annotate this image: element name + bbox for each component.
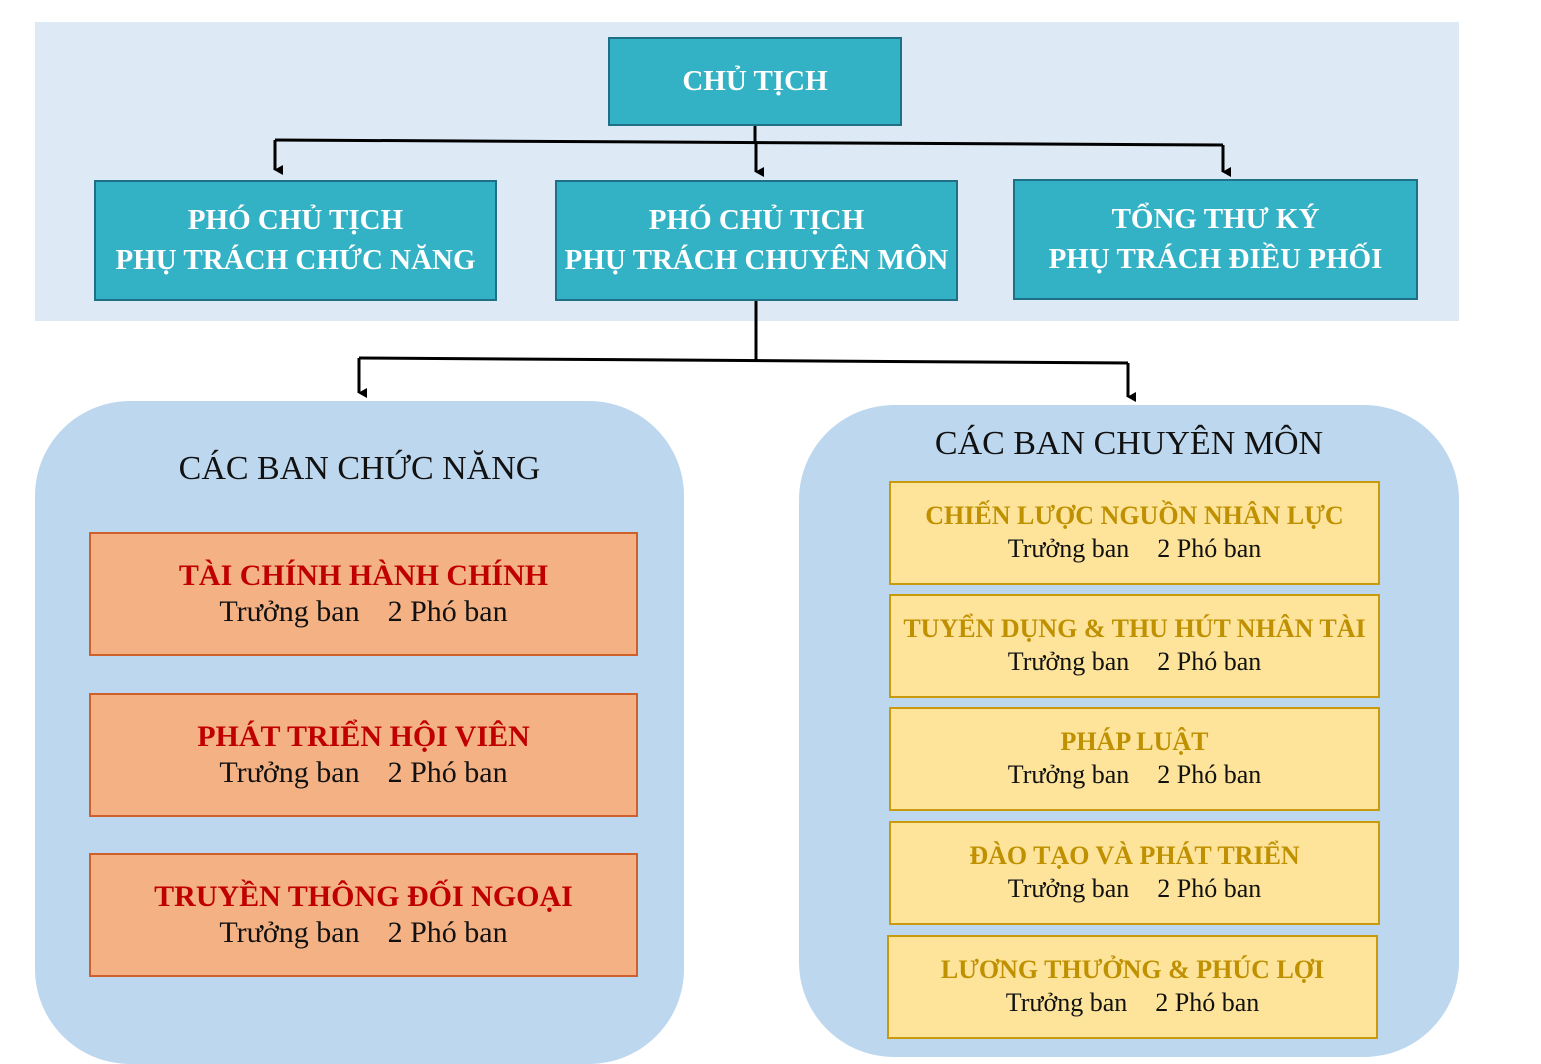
functional-unit-card: TÀI CHÍNH HÀNH CHÍNH Trưởng ban 2 Phó ban [89, 532, 638, 656]
unit-name: PHÁT TRIỂN HỘI VIÊN [197, 720, 530, 753]
unit-deputy: 2 Phó ban [1155, 988, 1260, 1018]
professional-unit-card: TUYỂN DỤNG & THU HÚT NHÂN TÀI Trưởng ban… [889, 594, 1380, 698]
vice-chair-functional-box: PHÓ CHỦ TỊCH PHỤ TRÁCH CHỨC NĂNG [94, 180, 497, 301]
unit-head: Trưởng ban [1005, 988, 1128, 1018]
professional-unit-card: CHIẾN LƯỢC NGUỒN NHÂN LỰC Trưởng ban 2 Ph… [889, 481, 1380, 585]
secretary-general-box: TỔNG THƯ KÝ PHỤ TRÁCH ĐIỀU PHỐI [1013, 179, 1418, 300]
professional-unit-card: LƯƠNG THƯỞNG & PHÚC LỢI Trưởng ban 2 Phó … [887, 935, 1378, 1039]
unit-deputy: 2 Phó ban [1157, 647, 1262, 677]
unit-roles: Trưởng ban 2 Phó ban [889, 986, 1376, 1020]
unit-name: TUYỂN DỤNG & THU HÚT NHÂN TÀI [903, 613, 1366, 643]
unit-roles: Trưởng ban 2 Phó ban [91, 594, 636, 630]
unit-head: Trưởng ban [1007, 647, 1130, 677]
secretary-general-title: TỔNG THƯ KÝ [1111, 203, 1320, 236]
vice-chair-professional-title: PHÓ CHỦ TỊCH [648, 204, 865, 237]
chairman-label: CHỦ TỊCH [682, 64, 828, 97]
unit-head: Trưởng ban [1007, 760, 1130, 790]
unit-head: Trưởng ban [219, 756, 360, 789]
vice-chair-functional-scope: PHỤ TRÁCH CHỨC NĂNG [115, 243, 476, 276]
unit-name: ĐÀO TẠO VÀ PHÁT TRIỂN [969, 840, 1300, 870]
unit-deputy: 2 Phó ban [387, 756, 508, 789]
unit-roles: Trưởng ban 2 Phó ban [91, 915, 636, 951]
professional-unit-card: PHÁP LUẬT Trưởng ban 2 Phó ban [889, 707, 1380, 811]
unit-roles: Trưởng ban 2 Phó ban [891, 645, 1378, 679]
unit-deputy: 2 Phó ban [387, 595, 508, 628]
unit-name: CHIẾN LƯỢC NGUỒN NHÂN LỰC [925, 500, 1344, 530]
unit-roles: Trưởng ban 2 Phó ban [891, 532, 1378, 566]
vice-chair-functional-title: PHÓ CHỦ TỊCH [187, 204, 404, 237]
functional-unit-card: TRUYỀN THÔNG ĐỐI NGOẠI Trưởng ban 2 Phó b… [89, 853, 638, 977]
functional-unit-card: PHÁT TRIỂN HỘI VIÊN Trưởng ban 2 Phó ban [89, 693, 638, 817]
unit-name: TÀI CHÍNH HÀNH CHÍNH [178, 559, 549, 592]
professional-group-title: CÁC BAN CHUYÊN MÔN [934, 425, 1324, 462]
unit-roles: Trưởng ban 2 Phó ban [891, 872, 1378, 906]
unit-head: Trưởng ban [219, 916, 360, 949]
unit-roles: Trưởng ban 2 Phó ban [891, 758, 1378, 792]
lower-branch-bar [358, 356, 1129, 365]
unit-roles: Trưởng ban 2 Phó ban [91, 755, 636, 791]
unit-name: PHÁP LUẬT [1060, 726, 1209, 756]
unit-name: LƯƠNG THƯỞNG & PHÚC LỢI [940, 954, 1325, 984]
secretary-general-scope: PHỤ TRÁCH ĐIỀU PHỐI [1048, 242, 1383, 275]
unit-head: Trưởng ban [1007, 874, 1130, 904]
professional-unit-card: ĐÀO TẠO VÀ PHÁT TRIỂN Trưởng ban 2 Phó ba… [889, 821, 1380, 925]
unit-head: Trưởng ban [1007, 534, 1130, 564]
unit-head: Trưởng ban [219, 595, 360, 628]
unit-deputy: 2 Phó ban [1157, 534, 1262, 564]
vice-chair-professional-scope: PHỤ TRÁCH CHUYÊN MÔN [564, 243, 949, 276]
unit-name: TRUYỀN THÔNG ĐỐI NGOẠI [154, 880, 573, 913]
vice-chair-professional-box: PHÓ CHỦ TỊCH PHỤ TRÁCH CHUYÊN MÔN [555, 180, 958, 301]
top-branch-bar [274, 138, 1224, 147]
unit-deputy: 2 Phó ban [1157, 874, 1262, 904]
functional-group-title: CÁC BAN CHỨC NĂNG [178, 450, 541, 487]
unit-deputy: 2 Phó ban [1157, 760, 1262, 790]
chairman-box: CHỦ TỊCH [608, 37, 902, 126]
unit-deputy: 2 Phó ban [387, 916, 508, 949]
